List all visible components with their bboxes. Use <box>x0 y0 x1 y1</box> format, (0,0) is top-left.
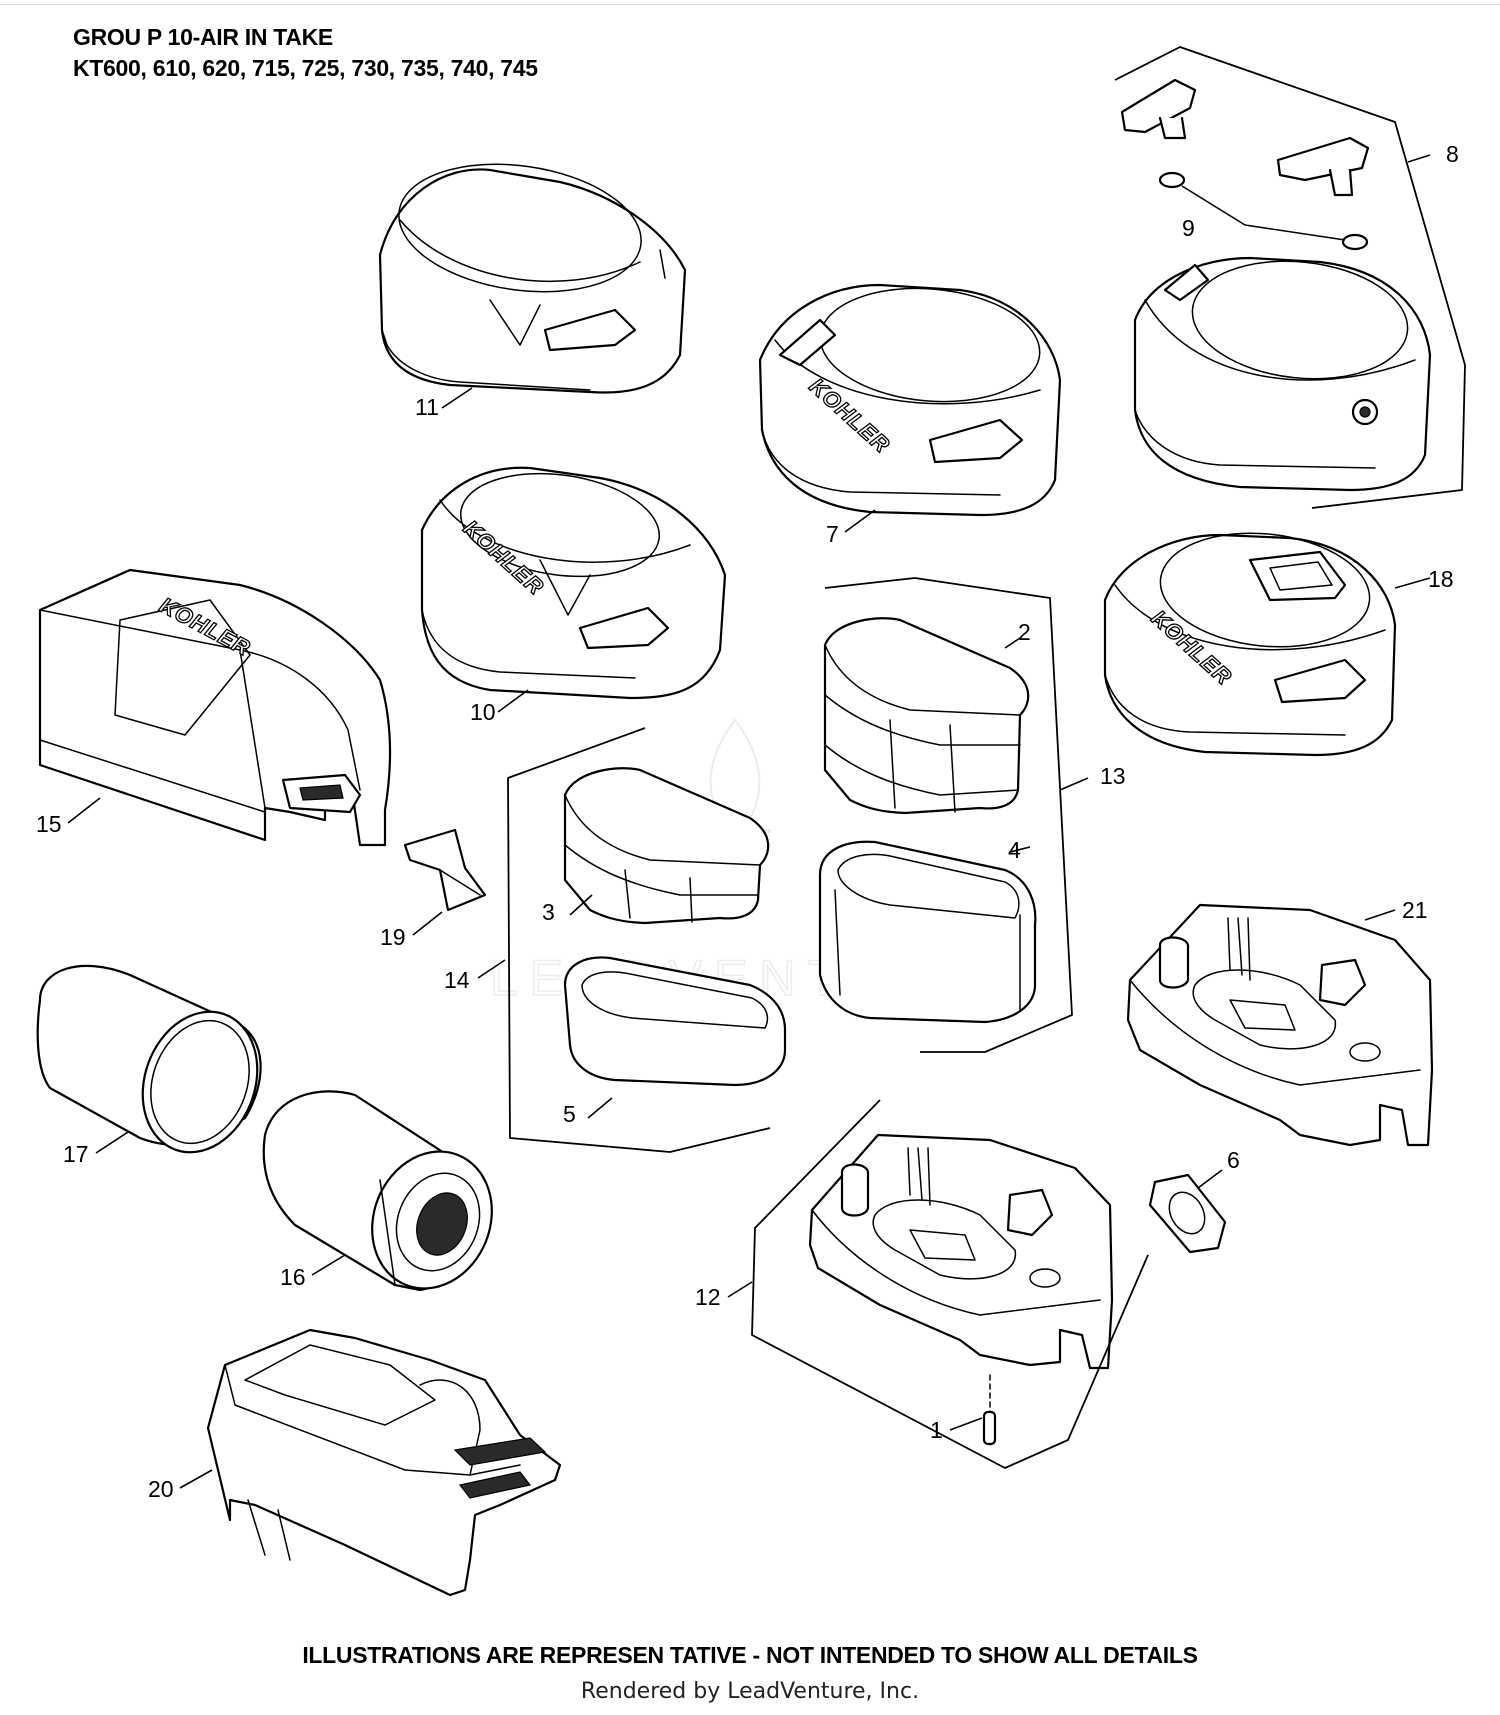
callout-12: 12 <box>695 1284 721 1310</box>
part-12-base[interactable] <box>808 1133 1114 1370</box>
group-outline-14 <box>507 727 771 1153</box>
group-outline-12 <box>751 1099 1149 1469</box>
disclaimer-note: ILLUSTRATIONS ARE REPRESEN TATIVE - NOT … <box>302 1642 1198 1668</box>
callout-8: 8 <box>1446 141 1459 167</box>
callout-20: 20 <box>148 1476 174 1502</box>
render-credit: Rendered by LeadVenture, Inc. <box>580 1679 920 1704</box>
part-9-oring-a[interactable] <box>1158 171 1186 189</box>
callout-2: 2 <box>1018 619 1031 645</box>
part-8-cover-assembly[interactable] <box>1120 78 1432 492</box>
part-3-filter-element[interactable] <box>563 767 770 925</box>
part-15-housing[interactable]: KOHLER <box>38 568 392 847</box>
callout-10: 10 <box>470 699 496 725</box>
callout-11: 11 <box>415 394 439 420</box>
group-title: GROU P 10-AIR IN TAKE <box>73 24 333 50</box>
callout-5: 5 <box>563 1101 576 1127</box>
leader-lines <box>67 154 1431 1489</box>
callout-19: 19 <box>380 924 406 950</box>
callout-18: 18 <box>1428 566 1454 592</box>
callout-6: 6 <box>1227 1147 1240 1173</box>
callout-13: 13 <box>1100 763 1126 789</box>
part-11-cover[interactable] <box>378 150 687 394</box>
callout-3: 3 <box>542 899 555 925</box>
part-1-pin[interactable] <box>982 1374 997 1446</box>
part-4-precleaner[interactable] <box>818 840 1037 1024</box>
top-rule <box>0 0 1500 5</box>
group-outline-8 <box>1114 46 1466 509</box>
callout-16: 16 <box>280 1264 306 1290</box>
part-2-filter-element[interactable] <box>823 617 1030 815</box>
callout-7: 7 <box>826 521 839 547</box>
part-20-base[interactable] <box>206 1328 562 1597</box>
part-6-gasket[interactable] <box>1148 1173 1227 1254</box>
part-19-clip[interactable] <box>403 828 487 912</box>
part-5-precleaner[interactable] <box>563 956 787 1087</box>
callout-17: 17 <box>63 1141 89 1167</box>
callout-4: 4 <box>1008 837 1021 863</box>
group-outline-13 <box>824 577 1073 1053</box>
callout-9: 9 <box>1182 215 1195 241</box>
callout-labels: 11 7 8 9 10 18 2 13 4 3 14 5 15 19 17 16… <box>36 141 1459 1502</box>
model-list: KT600, 610, 620, 715, 725, 730, 735, 740… <box>73 55 538 81</box>
part-17-sleeve[interactable] <box>36 964 277 1169</box>
part-16-filter[interactable] <box>262 1090 512 1306</box>
title-block: GROU P 10-AIR IN TAKE KT600, 610, 620, 7… <box>73 22 538 84</box>
callout-1: 1 <box>930 1417 943 1443</box>
part-9-oring-b[interactable] <box>1341 233 1369 251</box>
part-10-cover[interactable]: KOHLER <box>420 462 727 700</box>
part-7-cover[interactable]: KOHLER <box>758 280 1062 517</box>
callout-15: 15 <box>36 811 62 837</box>
part-18-cover[interactable]: KOHLER <box>1103 523 1397 757</box>
callout-14: 14 <box>444 967 470 993</box>
callout-21: 21 <box>1402 897 1428 923</box>
part-21-base[interactable] <box>1126 903 1434 1147</box>
